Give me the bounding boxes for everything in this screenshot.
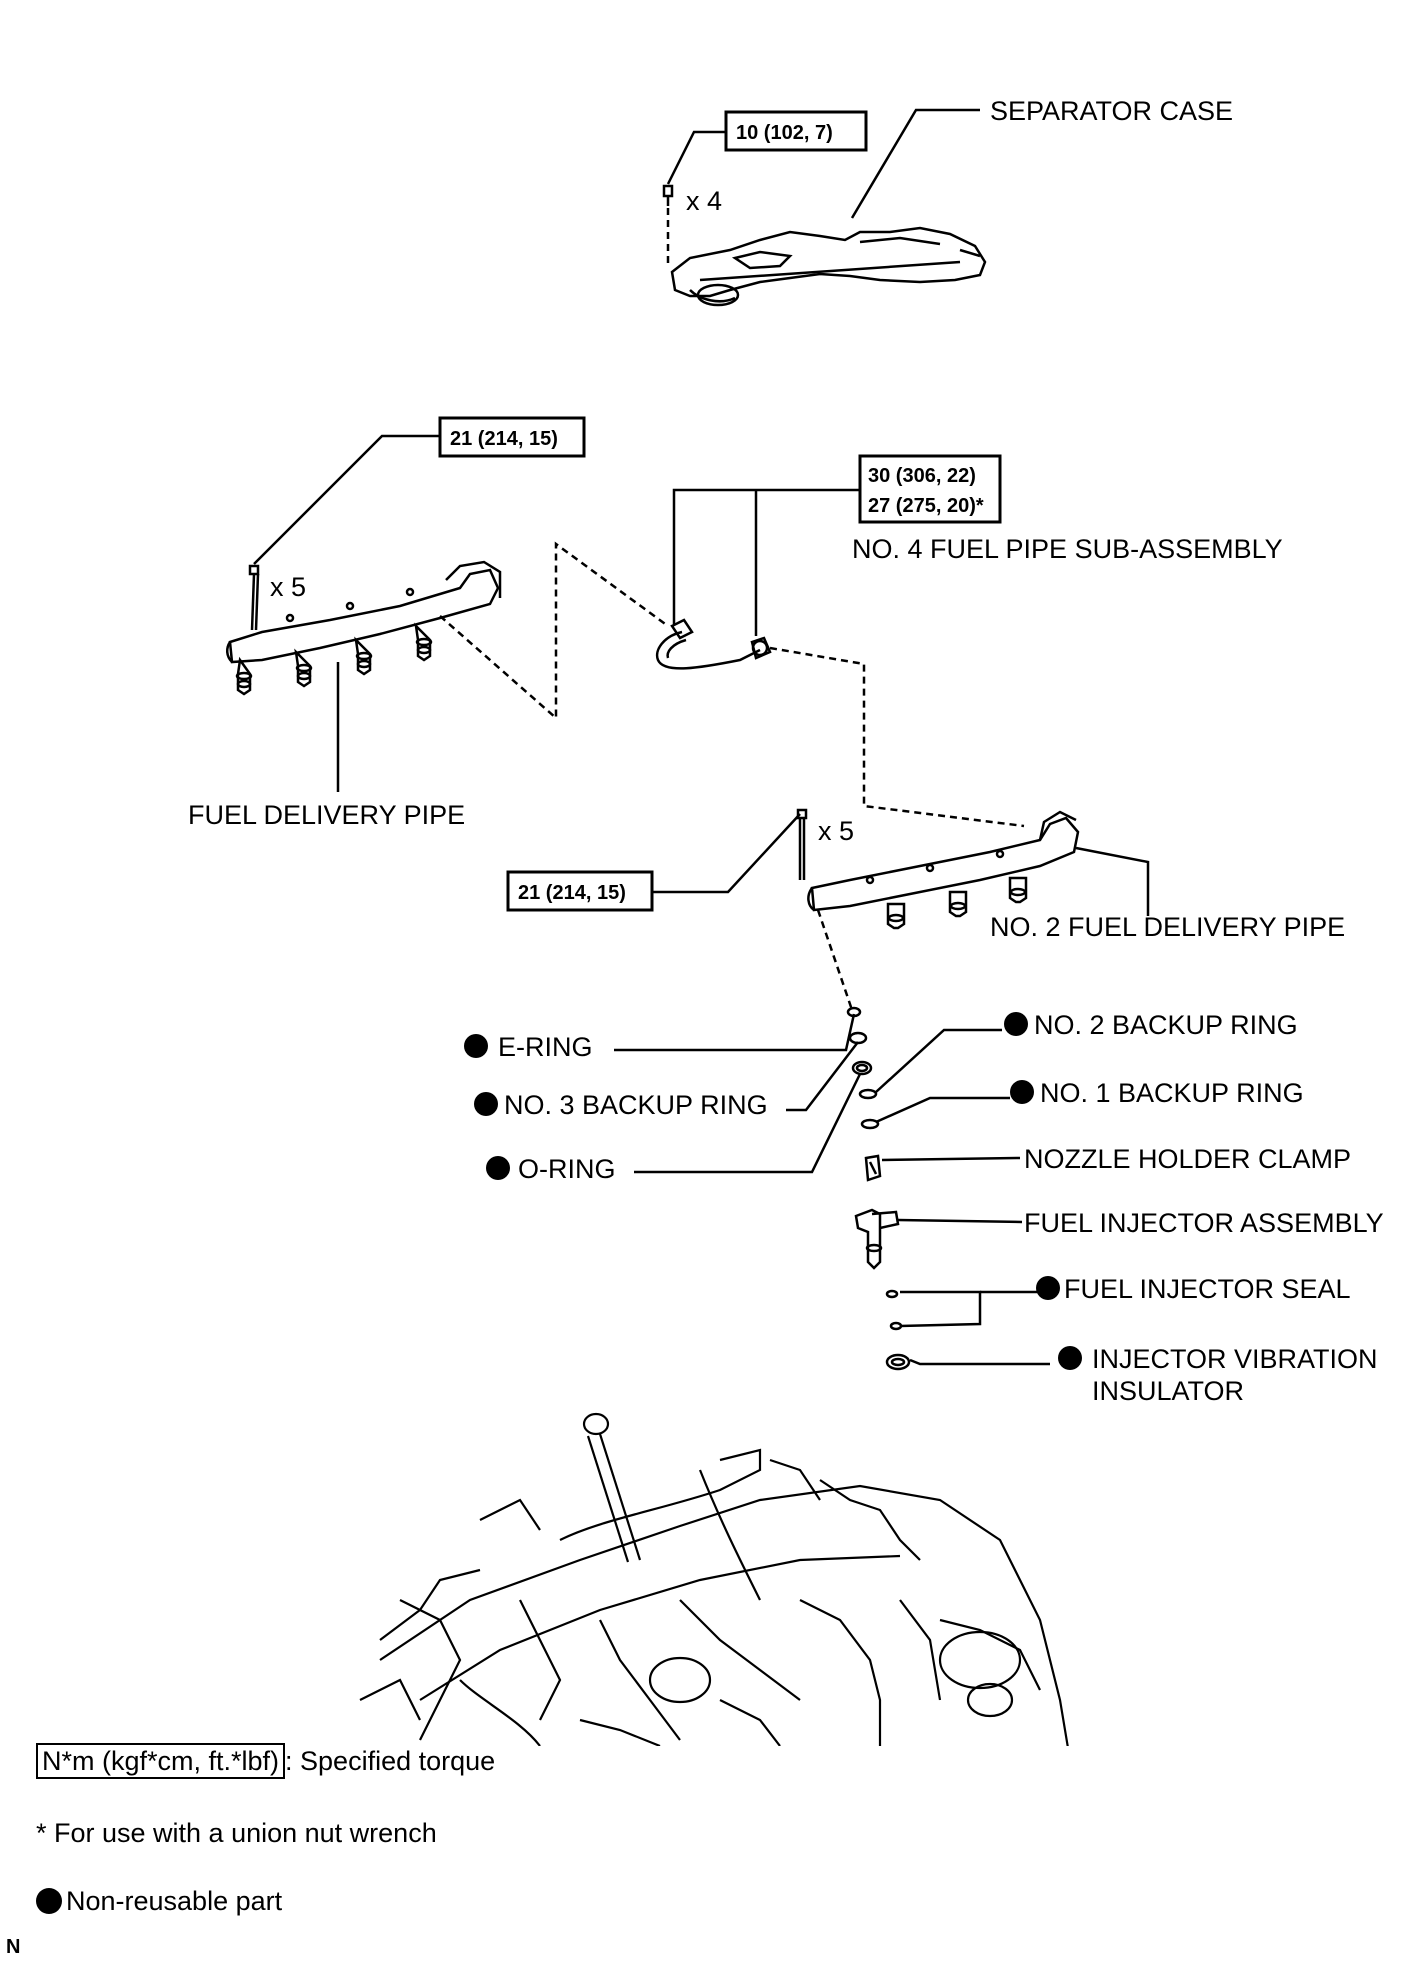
qty-separator-bolts: x 4: [686, 186, 722, 216]
no2-backup-ring-drawing: [858, 1088, 878, 1100]
ring-stack-dashline: [816, 909, 854, 1011]
o-ring-drawing: [851, 1060, 873, 1076]
label-e-ring: E-RING: [498, 1032, 593, 1062]
label-nozzle-holder-clamp: NOZZLE HOLDER CLAMP: [1024, 1144, 1351, 1174]
corner-code: N: [6, 1936, 21, 1958]
label-fuel-pipe: NO. 4 FUEL PIPE SUB-ASSEMBLY: [852, 534, 1283, 564]
separator-torque-leader: [666, 130, 726, 185]
no2-backup-ring-leader: [875, 1028, 1002, 1093]
non-reusable-dot-no2-backup-ring: [1004, 1012, 1028, 1036]
no2-fuel-delivery-pipe-drawing: [807, 810, 1080, 930]
fuel-delivery-pipe-drawing: [226, 560, 502, 696]
fuel-delivery-pipe-torque-leader: [253, 434, 440, 565]
separator-case-bolt: [662, 184, 674, 206]
non-reusable-dot-o-ring: [486, 1156, 510, 1180]
e-ring-leader: [614, 1013, 856, 1052]
fuel-injector-seal-drawing: [885, 1289, 903, 1331]
label-no1-backup-ring: NO. 1 BACKUP RING: [1040, 1078, 1304, 1108]
non-reusable-dot-fuel-injector-seal: [1036, 1276, 1060, 1300]
no3-backup-ring-drawing: [848, 1031, 868, 1045]
no1-backup-ring-leader: [875, 1096, 1010, 1124]
legend-non-reusable-dot: [36, 1888, 62, 1914]
fuel-delivery-pipe-bolt: [248, 564, 260, 631]
label-o-ring: O-RING: [518, 1154, 616, 1184]
nozzle-holder-clamp-leader: [881, 1156, 1021, 1162]
label-no2-backup-ring: NO. 2 BACKUP RING: [1034, 1010, 1298, 1040]
torque-separator-case: 10 (102, 7): [736, 122, 833, 144]
no3-backup-ring-leader: [786, 1041, 859, 1112]
legend-non-reusable: Non-reusable part: [36, 1886, 282, 1917]
torque-box-fuel-pipe: [858, 454, 1002, 524]
torque-box-separator: [724, 110, 868, 152]
label-fuel-injector-seal: FUEL INJECTOR SEAL: [1064, 1274, 1351, 1304]
separator-case-leader: [850, 108, 980, 219]
no2-fuel-delivery-pipe-leader: [1075, 846, 1150, 916]
label-no2-fuel-delivery-pipe: NO. 2 FUEL DELIVERY PIPE: [990, 912, 1345, 942]
injector-vibration-insulator-leader: [909, 1358, 1050, 1366]
o-ring-leader: [634, 1073, 862, 1174]
qty-no2-fuel-delivery-pipe-bolts: x 5: [818, 816, 854, 846]
qty-fuel-delivery-pipe-bolts: x 5: [270, 572, 306, 602]
legend-torque-text: : Specified torque: [285, 1746, 496, 1776]
label-fuel-injector-assembly: FUEL INJECTOR ASSEMBLY: [1024, 1208, 1384, 1238]
no1-backup-ring-drawing: [860, 1118, 880, 1130]
no2-torque-leader: [652, 813, 801, 894]
fuel-pipe-drawing: [655, 618, 772, 670]
label-fuel-delivery-pipe: FUEL DELIVERY PIPE: [188, 800, 465, 830]
legend-union-nut-note: * For use with a union nut wrench: [36, 1818, 437, 1848]
separator-case-drawing: [670, 226, 987, 307]
fuel-injector-leader: [897, 1218, 1023, 1224]
non-reusable-dot-no3-backup-ring: [474, 1092, 498, 1116]
torque-fuel-pipe-line1: 30 (306, 22): [868, 465, 976, 487]
torque-box-no2-fuel-delivery-pipe: [506, 870, 654, 912]
legend-torque-box: N*m (kgf*cm, ft.*lbf): [36, 1743, 286, 1779]
non-reusable-dot-no1-backup-ring: [1010, 1080, 1034, 1104]
left-pipe-dashline: [439, 541, 669, 721]
nozzle-holder-clamp-drawing: [864, 1154, 882, 1182]
non-reusable-dot-e-ring: [464, 1034, 488, 1058]
legend-non-reusable-text: Non-reusable part: [66, 1886, 283, 1916]
label-no3-backup-ring: NO. 3 BACKUP RING: [504, 1090, 768, 1120]
torque-fuel-pipe-line2: 27 (275, 20)*: [868, 495, 984, 517]
fuel-pipe-left-leader: [672, 488, 860, 624]
torque-fuel-delivery-pipe: 21 (214, 15): [450, 428, 558, 450]
fuel-injector-drawing: [854, 1208, 900, 1270]
torque-box-fuel-delivery-pipe: [438, 416, 586, 458]
legend-torque: N*m (kgf*cm, ft.*lbf): Specified torque: [36, 1743, 496, 1779]
non-reusable-dot-injector-vibration-insulator: [1058, 1346, 1082, 1370]
engine-drawing: [359, 1412, 1069, 1746]
injector-vibration-insulator-drawing: [885, 1353, 911, 1371]
label-separator-case: SEPARATOR CASE: [990, 96, 1233, 126]
fuel-pipe-dashline: [769, 646, 1025, 828]
label-injector-vibration-insulator-line1: INJECTOR VIBRATION: [1092, 1344, 1378, 1374]
fuel-injector-seal-leader-a: [899, 1290, 982, 1328]
torque-no2-fuel-delivery-pipe: 21 (214, 15): [518, 882, 626, 904]
label-injector-vibration-insulator-line2: INSULATOR: [1092, 1376, 1244, 1406]
no2-fuel-delivery-pipe-bolt: [796, 808, 808, 880]
